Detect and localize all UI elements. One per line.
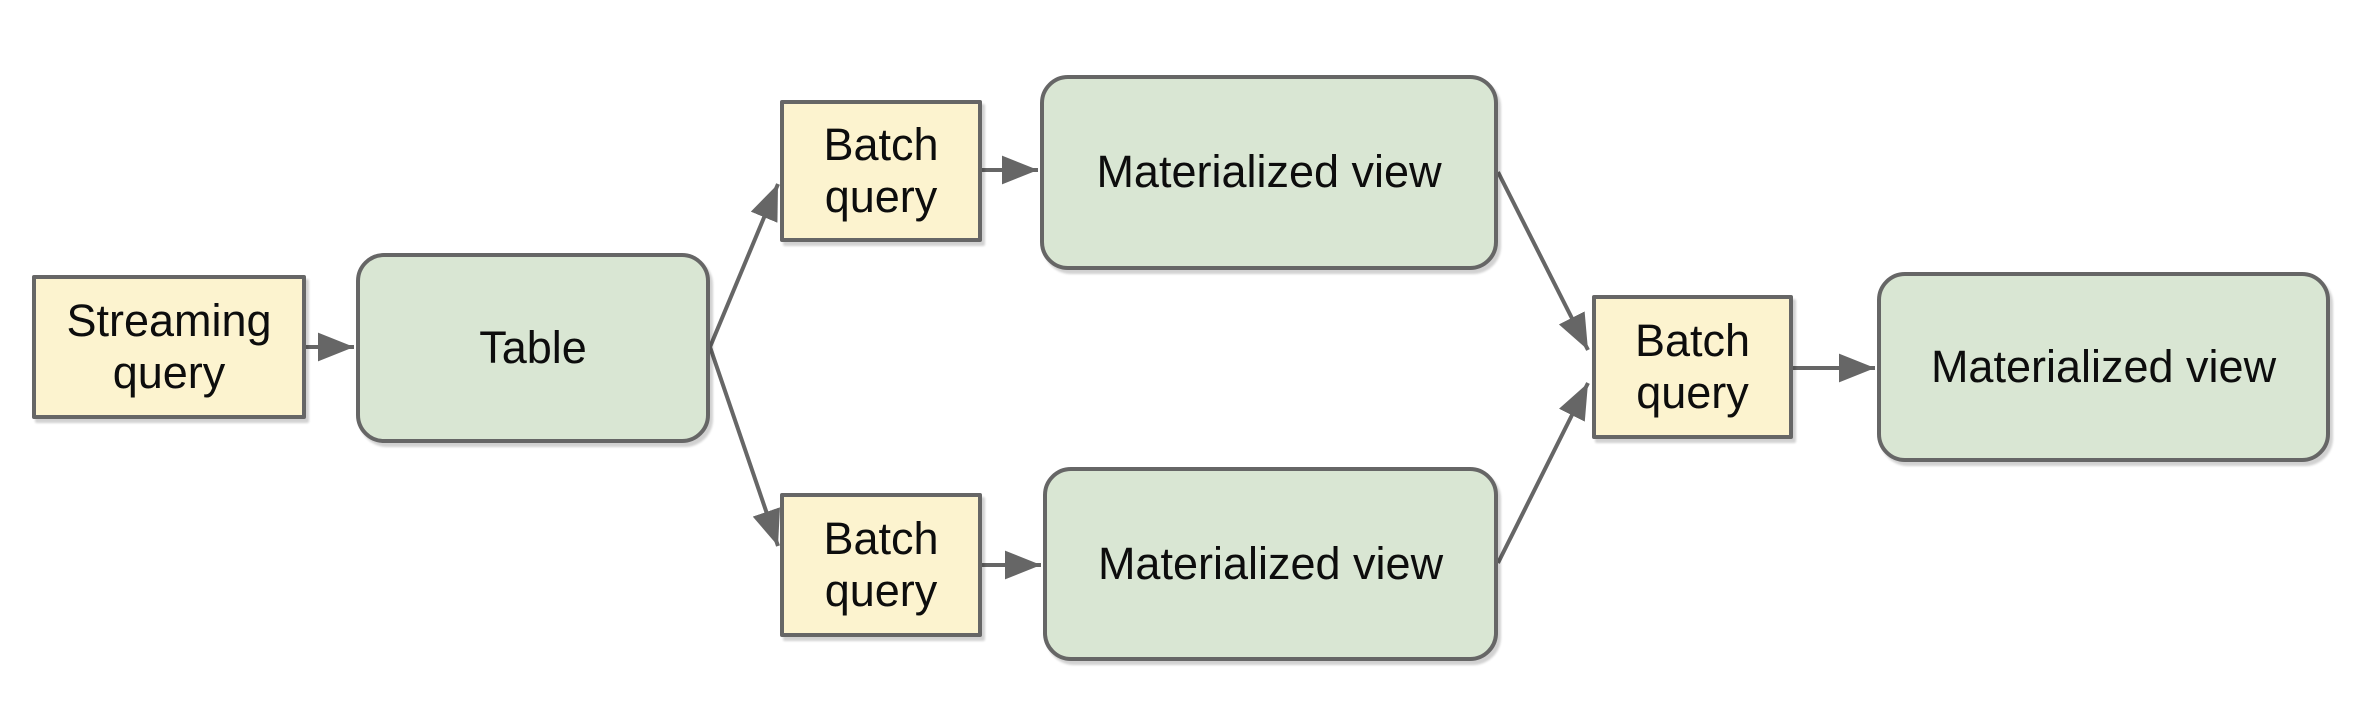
node-materialized-view-right: Materialized view bbox=[1877, 272, 2330, 462]
node-batch-query-right: Batch query bbox=[1592, 295, 1793, 439]
node-batch-query-bottom: Batch query bbox=[780, 493, 982, 637]
node-label: Materialized view bbox=[1097, 537, 1444, 589]
node-streaming-query: Streaming query bbox=[32, 275, 306, 419]
node-label: Batch query bbox=[1634, 314, 1751, 418]
node-materialized-view-top: Materialized view bbox=[1040, 75, 1498, 270]
node-label: Batch query bbox=[823, 512, 939, 616]
arrow-materialized-view-top-to-batch-query-right bbox=[1496, 171, 1590, 351]
node-label: Table bbox=[479, 321, 587, 373]
arrow-table-to-batch-query-top bbox=[708, 183, 780, 348]
arrow-materialized-view-bottom-to-batch-query-right bbox=[1496, 382, 1590, 564]
node-label: Batch query bbox=[823, 118, 939, 222]
node-table: Table bbox=[356, 253, 710, 443]
node-materialized-view-bottom: Materialized view bbox=[1043, 467, 1498, 661]
node-label: Materialized view bbox=[1930, 340, 2277, 392]
arrow-table-to-batch-query-bottom bbox=[708, 346, 780, 547]
node-batch-query-top: Batch query bbox=[780, 100, 982, 242]
node-label: Materialized view bbox=[1096, 146, 1442, 198]
node-label: Streaming query bbox=[66, 294, 272, 398]
